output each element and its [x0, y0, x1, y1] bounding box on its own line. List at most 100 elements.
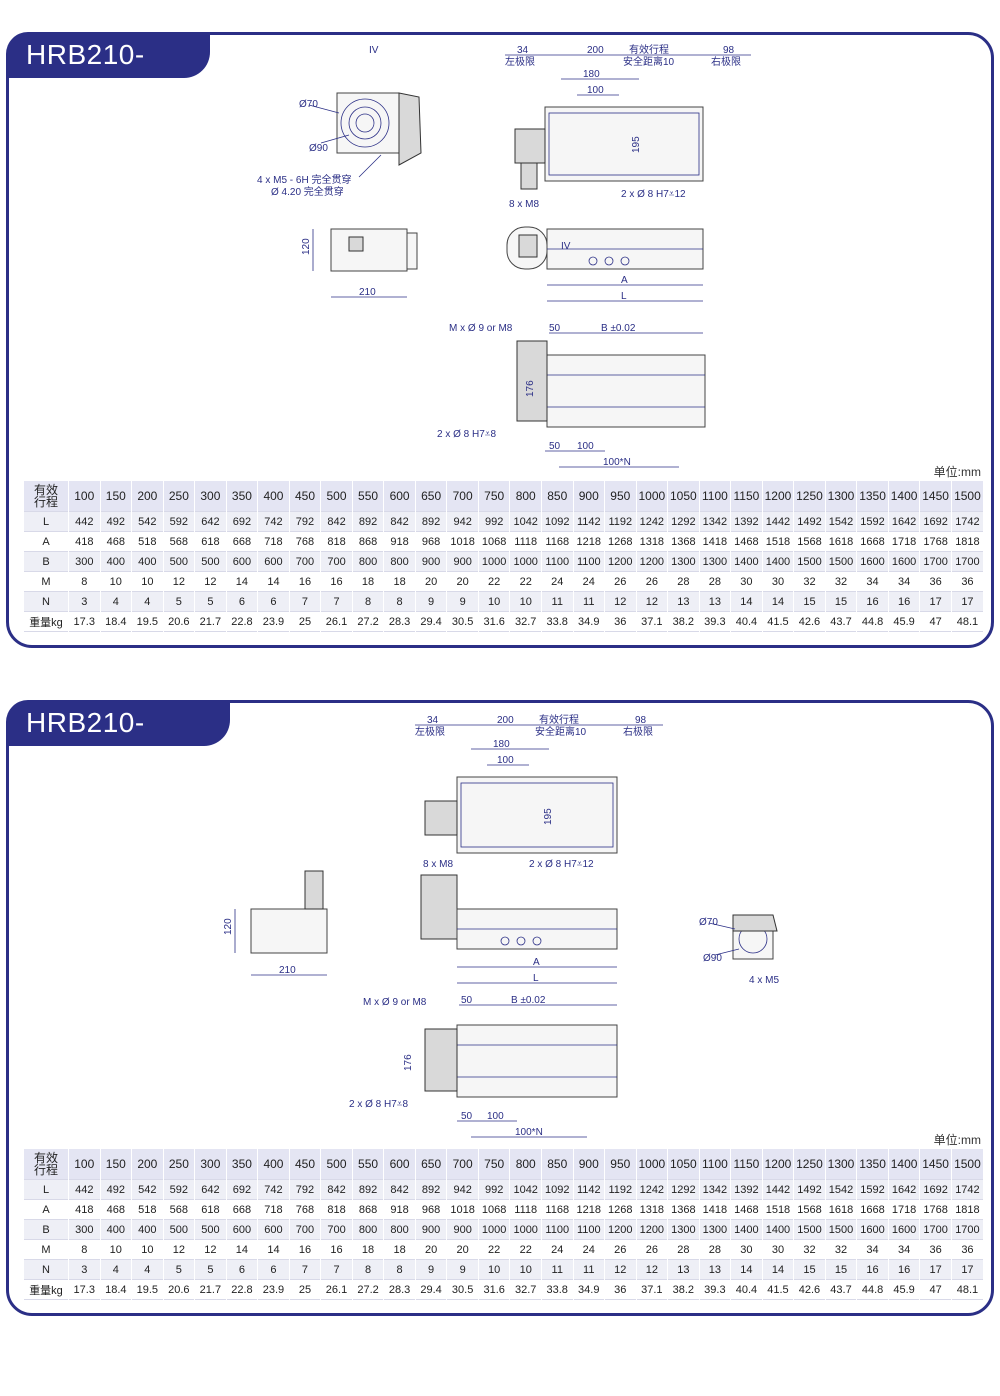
table-cell: 14	[761, 1259, 794, 1280]
table-cell: 8	[351, 591, 384, 612]
table-cell: 900	[414, 1219, 447, 1240]
table-cell: 45.9	[887, 1279, 920, 1300]
table-cell: 1300	[698, 1219, 731, 1240]
table-cell: 468	[99, 1199, 132, 1220]
table-cell: 300	[194, 481, 227, 512]
table-cell: 1342	[698, 1179, 731, 1200]
table-cell: 38.2	[667, 1279, 700, 1300]
table-cell: 692	[225, 1179, 258, 1200]
d50b-label: 50	[549, 441, 561, 452]
table-cell: 892	[351, 511, 384, 532]
table-cell: 30	[761, 571, 794, 592]
table-cell: 14	[225, 571, 258, 592]
d100-label: 100	[587, 85, 604, 96]
table-cell: 3	[68, 591, 101, 612]
table-cell: 700	[288, 1219, 321, 1240]
table-cell: 1018	[446, 531, 479, 552]
table-cell: 29.4	[414, 1279, 447, 1300]
table-cell: 550	[351, 1149, 384, 1180]
table-cell: 442	[68, 1179, 101, 1200]
table-cell: 20	[414, 571, 447, 592]
table-cell: 400	[99, 1219, 132, 1240]
B-label: B ±0.02	[511, 995, 546, 1006]
table-cell: 700	[446, 1149, 479, 1180]
table-cell: 16	[288, 1239, 321, 1260]
table-cell: 850	[540, 1149, 573, 1180]
table-cell: 468	[99, 531, 132, 552]
table-cell: 27.2	[351, 611, 384, 632]
table-cell: 1100	[698, 481, 731, 512]
table-cell: 3	[68, 1259, 101, 1280]
table-cell: 1818	[950, 531, 983, 552]
iv2-label: IV	[561, 241, 571, 252]
table-cell: 1068	[477, 1199, 510, 1220]
table-cell: 10	[131, 571, 164, 592]
table-cell: 15	[824, 1259, 857, 1280]
table-cell: 8	[383, 1259, 416, 1280]
table-cell: 1400	[730, 551, 763, 572]
m8-label: 8 x M8	[509, 199, 539, 210]
table-cell: 650	[414, 1149, 447, 1180]
d210-label: 210	[279, 965, 296, 976]
table-cell: 1042	[509, 1179, 542, 1200]
table-cell: 600	[225, 551, 258, 572]
table-cell: 1350	[856, 1149, 889, 1180]
table-cell: 32	[824, 571, 857, 592]
table-cell: 1518	[761, 531, 794, 552]
table-cell: 38.2	[667, 611, 700, 632]
table-cell: 1600	[856, 551, 889, 572]
table-cell: 21.7	[194, 1279, 227, 1300]
table-cell: 1300	[824, 1149, 857, 1180]
table-cell: 20	[414, 1239, 447, 1260]
table-cell: 1100	[572, 1219, 605, 1240]
table-cell: 10	[477, 591, 510, 612]
table-cell: 8	[68, 571, 101, 592]
table-cell: 442	[68, 511, 101, 532]
table-cell: 12	[635, 591, 668, 612]
table-cell: 18	[351, 571, 384, 592]
row-label: B	[23, 1219, 69, 1240]
table-cell: 12	[604, 591, 637, 612]
table-cell: 600	[383, 1149, 416, 1180]
table-cell: 18.4	[99, 1279, 132, 1300]
table-cell: 1700	[950, 1219, 983, 1240]
table-cell: 5	[194, 1259, 227, 1280]
table-cell: 44.8	[856, 1279, 889, 1300]
table-cell: 10	[509, 591, 542, 612]
table-cell: 1100	[540, 551, 573, 572]
table-cell: 800	[383, 1219, 416, 1240]
left-limit-label: 左极限	[505, 55, 535, 68]
table-cell: 30.5	[446, 1279, 479, 1300]
table-cell: 1568	[793, 531, 826, 552]
d100b-label: 100	[487, 1111, 504, 1122]
table-cell: 10	[99, 571, 132, 592]
table-cell: 592	[162, 511, 195, 532]
table-cell: 518	[131, 1199, 164, 1220]
table-cell: 40.4	[730, 611, 763, 632]
table-cell: 13	[667, 1259, 700, 1280]
table-cell: 542	[131, 511, 164, 532]
table-cell: 22.8	[225, 1279, 258, 1300]
row-label: 重量kg	[23, 1279, 69, 1300]
table-cell: 1600	[887, 1219, 920, 1240]
table-cell: 1200	[635, 551, 668, 572]
table-cell: 27.2	[351, 1279, 384, 1300]
table-cell: 17.3	[68, 1279, 101, 1300]
table-cell: 992	[477, 1179, 510, 1200]
table-cell: 16	[288, 571, 321, 592]
B-label: B ±0.02	[601, 323, 636, 334]
table-cell: 668	[225, 1199, 258, 1220]
table-cell: 15	[793, 1259, 826, 1280]
table-cell: 1768	[919, 1199, 952, 1220]
pin-label: 2 x Ø 8 H7⩡12	[529, 859, 594, 870]
d98-label: 98	[723, 45, 735, 56]
table-cell: 1218	[572, 531, 605, 552]
table-cell: 818	[320, 1199, 353, 1220]
table-cell: 768	[288, 531, 321, 552]
table-cell: 4	[99, 1259, 132, 1280]
table-cell: 1000	[509, 1219, 542, 1240]
table-cell: 500	[194, 551, 227, 572]
